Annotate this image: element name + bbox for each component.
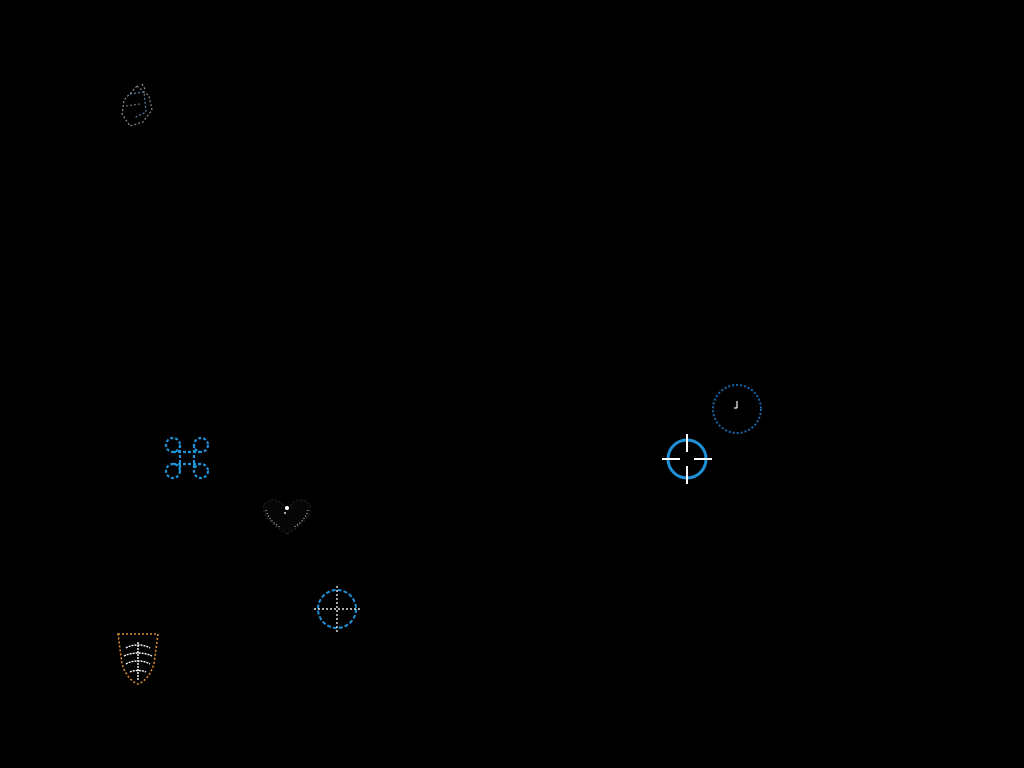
small-crosshair-target-icon[interactable] xyxy=(312,584,364,634)
dark-heart-icon[interactable] xyxy=(258,496,316,538)
striped-shield-icon[interactable] xyxy=(114,630,162,686)
aiming-reticle-icon[interactable] xyxy=(660,432,714,486)
command-key-icon[interactable] xyxy=(162,434,212,482)
dotted-circle-target-icon[interactable] xyxy=(710,382,764,436)
spinning-stone-icon[interactable] xyxy=(116,82,158,132)
